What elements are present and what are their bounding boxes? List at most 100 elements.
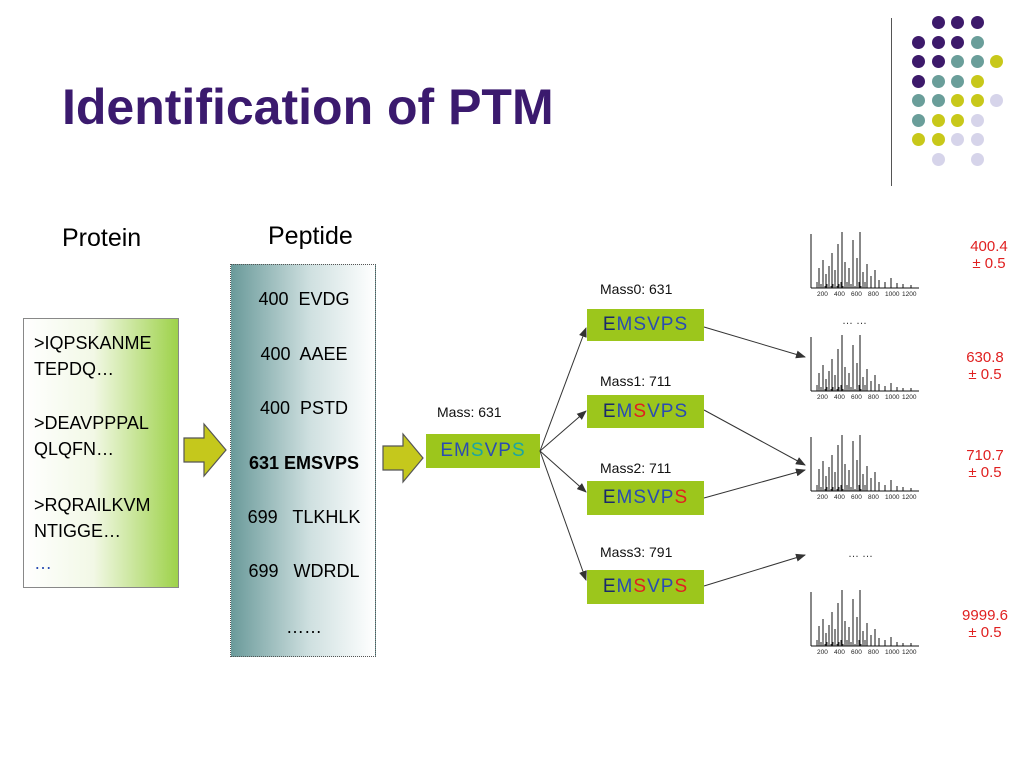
variant-mass-label: Mass0: 631 — [600, 281, 673, 297]
peptide-header: Peptide — [268, 222, 353, 250]
peptide-letter: V — [647, 314, 661, 335]
spectrum-tick-label: 1000 — [885, 394, 900, 401]
peptide-letter: E — [440, 440, 455, 461]
decorative-dot — [951, 94, 964, 107]
peptide-letter: S — [674, 400, 689, 422]
peptide-row-selected: 631 EMSVPS — [248, 453, 360, 473]
decorative-dot — [951, 113, 964, 127]
mass-value: 400.4± 0.5 — [970, 238, 1008, 272]
spectrum-tick-label: 800 — [868, 649, 879, 656]
peptide-letter: S — [511, 440, 526, 461]
peptide-letter: M — [616, 314, 634, 335]
peptide-letter: M — [616, 487, 634, 508]
peptide-row: 400 EVDG — [258, 289, 350, 309]
peptide-row: 699 TLKHLK — [247, 507, 361, 527]
peptide-ellipsis: …… — [286, 617, 322, 637]
protein-list-box: >IQPSKANME TEPDQ… >DEAVPPPAL QLQFN… >RQR… — [23, 318, 179, 588]
decorative-dot — [990, 94, 1003, 107]
spectrum-tick-label: 400 — [834, 649, 845, 656]
variant-mass-label: Mass2: 711 — [600, 460, 672, 476]
peptide-letter: E — [602, 314, 617, 335]
decorative-dot — [970, 74, 984, 88]
decorative-dot — [931, 113, 945, 127]
spectrum-tick-label: 1200 — [902, 649, 917, 656]
protein-line: >RQRAILKVM — [34, 495, 151, 515]
decorative-dot — [912, 74, 925, 88]
spectrum-tick-label: 1200 — [902, 494, 917, 501]
decorative-dot — [990, 55, 1003, 68]
peptide-letter: M — [454, 440, 471, 461]
ellipsis-text: … … — [842, 315, 868, 327]
spectrum-tick-label: 800 — [868, 394, 879, 401]
selected-peptide-mass-label: Mass: 631 — [437, 404, 502, 420]
spectrum-tick-label: 200 — [817, 394, 828, 401]
peptide-letter: S — [674, 314, 689, 335]
peptide-letter: V — [647, 487, 661, 508]
mass-value: 710.7± 0.5 — [966, 447, 1004, 481]
decorative-dot — [970, 113, 984, 127]
spectrum-tick-label: 1000 — [885, 649, 900, 656]
spectrum-tick-label: 600 — [851, 494, 862, 501]
peptide-letter: S — [633, 314, 648, 335]
peptide-row: 400 PSTD — [259, 398, 349, 418]
decorative-dot — [931, 133, 945, 146]
spectrum-tick-label: 200 — [817, 291, 828, 298]
peptide-letter: M — [616, 400, 634, 422]
decorative-dot — [931, 74, 945, 88]
mass-value: 630.8± 0.5 — [966, 349, 1004, 383]
spectrum-tick-label: 200 — [817, 494, 828, 501]
peptide-list-box: 400 EVDG 400 AAEE 400 PSTD 631 EMSVPS 69… — [230, 264, 376, 657]
spectrum-tick-label: 800 — [868, 494, 879, 501]
page-title: Identification of PTM — [62, 79, 554, 135]
decorative-dot — [970, 35, 984, 49]
variant-mass-label: Mass1: 711 — [600, 373, 672, 389]
decorative-dot — [970, 94, 984, 107]
spectrum-tick-label: 400 — [834, 494, 845, 501]
peptide-letter: P — [660, 314, 675, 335]
protein-line: NTIGGE… — [34, 521, 122, 541]
spectrum-tick-label: 1200 — [902, 291, 917, 298]
peptide-row: 699 WDRDL — [248, 561, 360, 581]
spectrum-tick-label: 600 — [851, 649, 862, 656]
protein-line: TEPDQ… — [34, 359, 115, 379]
peptide-letter: S — [633, 400, 648, 422]
spectrum-tick-label: 1000 — [885, 291, 900, 298]
right-block-arrow-icon — [382, 432, 424, 484]
peptide-letter: S — [633, 487, 648, 508]
peptide-letter: S — [674, 576, 689, 597]
decorative-dot — [951, 16, 964, 29]
peptide-letter: S — [470, 440, 485, 461]
decorative-dot — [931, 152, 945, 166]
decorative-dot — [970, 55, 984, 68]
decorative-dot — [912, 133, 925, 146]
protein-line: QLQFN… — [34, 439, 115, 459]
peptide-row: 400 AAEE — [260, 344, 348, 364]
decorative-dot — [912, 94, 925, 107]
decorative-dot — [970, 152, 984, 166]
peptide-letter: E — [602, 400, 617, 422]
decorative-dot — [951, 55, 964, 68]
decorative-dot — [951, 74, 964, 88]
decorative-dot — [931, 16, 945, 29]
peptide-letter: V — [647, 400, 661, 422]
divider-line — [891, 18, 892, 186]
peptide-letter: E — [602, 576, 617, 597]
peptide-letter: V — [647, 576, 661, 597]
decorative-dot — [951, 133, 964, 146]
peptide-letter: P — [660, 576, 675, 597]
protein-ellipsis: … — [34, 553, 52, 573]
spectrum-tick-label: 600 — [851, 394, 862, 401]
peptide-letter: P — [660, 400, 675, 422]
spectrum-tick-label: 1000 — [885, 494, 900, 501]
spectrum-tick-label: 1200 — [902, 394, 917, 401]
spectrum-tick-label: 200 — [817, 649, 828, 656]
spectrum-tick-label: 600 — [851, 291, 862, 298]
peptide-letter: P — [498, 440, 512, 461]
